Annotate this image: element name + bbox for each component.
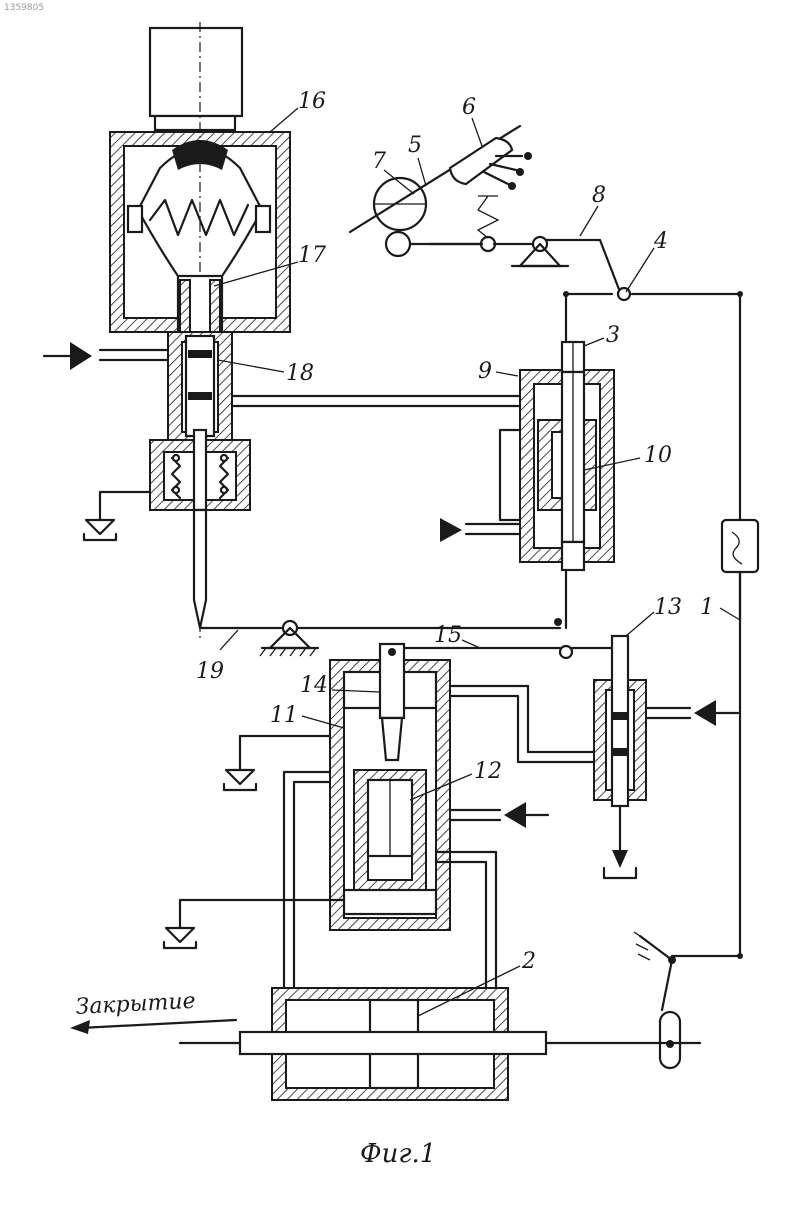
- servo-unit-9-10: [440, 342, 614, 570]
- label-5: 5: [408, 133, 422, 158]
- flyweight-left: [128, 206, 142, 232]
- drain-tank-left: [86, 520, 114, 534]
- closing-direction-arrow: [70, 1020, 90, 1034]
- label-13: 13: [654, 595, 682, 620]
- servomotor-rod: [240, 1032, 546, 1054]
- label-17: 17: [298, 243, 326, 268]
- gear-7-lower: [386, 232, 410, 256]
- label-1: 1: [700, 595, 714, 620]
- flexible-coupling: [722, 520, 758, 572]
- label-6: 6: [462, 95, 476, 120]
- label-14: 14: [300, 673, 328, 698]
- drain-tank-lower: [166, 928, 194, 942]
- label-3: 3: [606, 323, 620, 348]
- sensor-unit-5-6-7: [350, 126, 532, 256]
- spring-dot-4: [221, 487, 227, 493]
- label-16: 16: [298, 89, 326, 114]
- needle-rod: [194, 510, 206, 628]
- drain-tank-13: [604, 868, 636, 878]
- label-10: 10: [644, 443, 672, 468]
- label-18: 18: [286, 361, 314, 386]
- spring-dot-3: [173, 487, 179, 493]
- spindle-hatch-left: [180, 280, 190, 332]
- spring-dot-1: [173, 455, 179, 461]
- joint-4: [618, 288, 630, 300]
- label-15: 15: [434, 623, 462, 648]
- supply-arrow-left: [70, 342, 92, 370]
- spring-dot-2: [221, 455, 227, 461]
- corner-mark: 1359805: [4, 3, 44, 13]
- valve-11-base: [344, 890, 436, 914]
- label-4: 4: [653, 229, 668, 254]
- spring-8: [478, 196, 498, 238]
- supply-arrow-servo: [440, 518, 462, 542]
- valve-rod: [194, 430, 206, 510]
- label-11: 11: [270, 703, 298, 728]
- needle-14: [382, 718, 402, 760]
- drain-line-left: [100, 492, 150, 520]
- valve-18-land-1: [188, 350, 212, 358]
- supply-arrow-13: [694, 700, 716, 726]
- motor-body: [150, 28, 242, 116]
- main-valve-11-12-14: [164, 644, 548, 948]
- label-9: 9: [478, 359, 492, 384]
- valve-18-land-2: [188, 392, 212, 400]
- label-12: 12: [474, 759, 502, 784]
- label-8: 8: [592, 183, 606, 208]
- label-19: 19: [196, 659, 224, 684]
- valve-13-spool: [612, 636, 628, 806]
- label-2: 2: [521, 949, 536, 974]
- supply-arrow-12: [504, 802, 526, 828]
- closing-label: Закрытие: [75, 989, 196, 1020]
- figure-caption: Фиг.1: [360, 1139, 436, 1169]
- pilot-valve-18: [44, 332, 250, 628]
- motor-flange: [155, 116, 235, 130]
- feedback-line-1: [634, 520, 758, 1068]
- spindle-hatch-right: [210, 280, 220, 332]
- flyweight-right: [256, 206, 270, 232]
- label-7: 7: [372, 149, 386, 174]
- servo-channel: [500, 430, 520, 520]
- feedback-lever: [640, 936, 672, 1010]
- drain-tank-11: [226, 770, 254, 784]
- governor-spring-zigzag: [150, 200, 248, 235]
- spool-3-bottom: [562, 542, 584, 570]
